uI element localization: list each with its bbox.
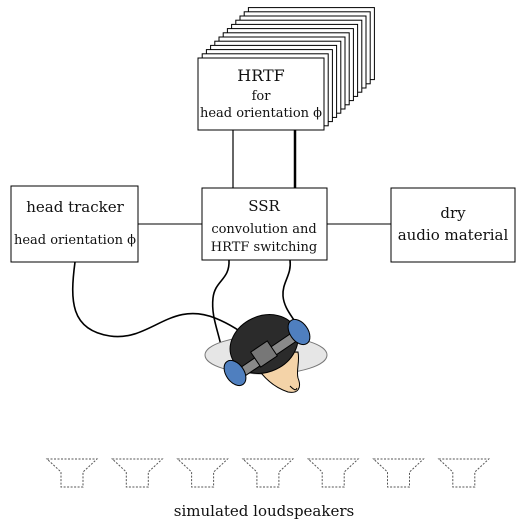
loudspeaker-icon [111,458,164,488]
loudspeaker-icon [306,458,360,488]
listener-head [204,314,328,393]
right-earcup [287,318,311,346]
ssr-convolution-label: convolution and [211,222,316,237]
head-tracker-title: head tracker [26,198,124,216]
hrtf-head-orientation-label: head orientation ϕ [200,106,322,121]
loudspeakers-caption: simulated loudspeakers [174,502,354,520]
loudspeaker-icon [241,458,295,488]
loudspeaker-icon [437,458,491,488]
dry-audio-box: dry audio material [390,187,516,263]
ssr-box: SSR convolution and HRTF switching [201,187,328,261]
head-tracker-orientation-label: head orientation ϕ [14,233,136,248]
head-tracker-box: head tracker head orientation ϕ [10,185,139,263]
hrtf-for-label: for [252,89,272,104]
left-earcup [223,359,247,387]
hrtf-box: HRTF for head orientation ϕ [197,57,325,131]
dry-audio-line1: dry [440,204,466,222]
ssr-title: SSR [248,197,280,215]
nose [289,385,298,391]
dry-audio-line2: audio material [398,226,509,244]
ssr-switching-label: HRTF switching [211,240,317,255]
loudspeaker-icon [45,458,99,488]
loudspeaker-icon [176,458,229,488]
headband-slider [249,340,279,368]
ssr-right-headphone-cable [282,259,298,326]
loudspeaker-row [45,458,491,488]
hrtf-title: HRTF [237,66,285,85]
loudspeaker-icon [372,458,425,488]
